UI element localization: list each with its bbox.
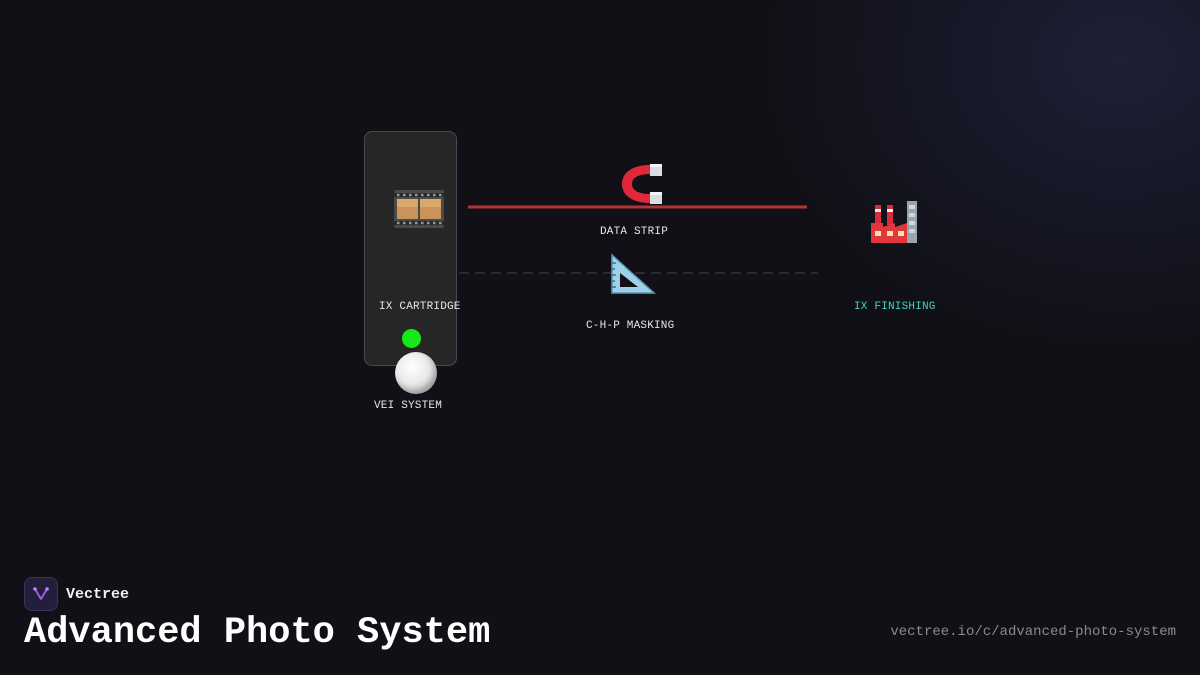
page-url[interactable]: vectree.io/c/advanced-photo-system: [890, 624, 1176, 640]
brand-name: Vectree: [66, 585, 130, 603]
chp-masking-label: C-H-P MASKING: [586, 320, 675, 332]
brand[interactable]: Vectree: [24, 577, 129, 611]
page-title: Advanced Photo System: [24, 612, 491, 654]
film-frames-icon: [394, 190, 444, 228]
ix-finishing-label: IX FINISHING: [854, 301, 936, 313]
ix-cartridge-label: IX CARTRIDGE: [379, 301, 461, 313]
magnet-icon: [622, 164, 662, 204]
status-indicator-dot: [402, 329, 421, 348]
factory-icon: [871, 201, 917, 243]
triangular-ruler-icon: [611, 253, 656, 294]
data-strip-label: DATA STRIP: [600, 226, 669, 238]
vectree-logo-icon: [24, 577, 58, 611]
white-circle-icon: [395, 352, 437, 394]
vei-system-label: VEI SYSTEM: [374, 400, 443, 412]
